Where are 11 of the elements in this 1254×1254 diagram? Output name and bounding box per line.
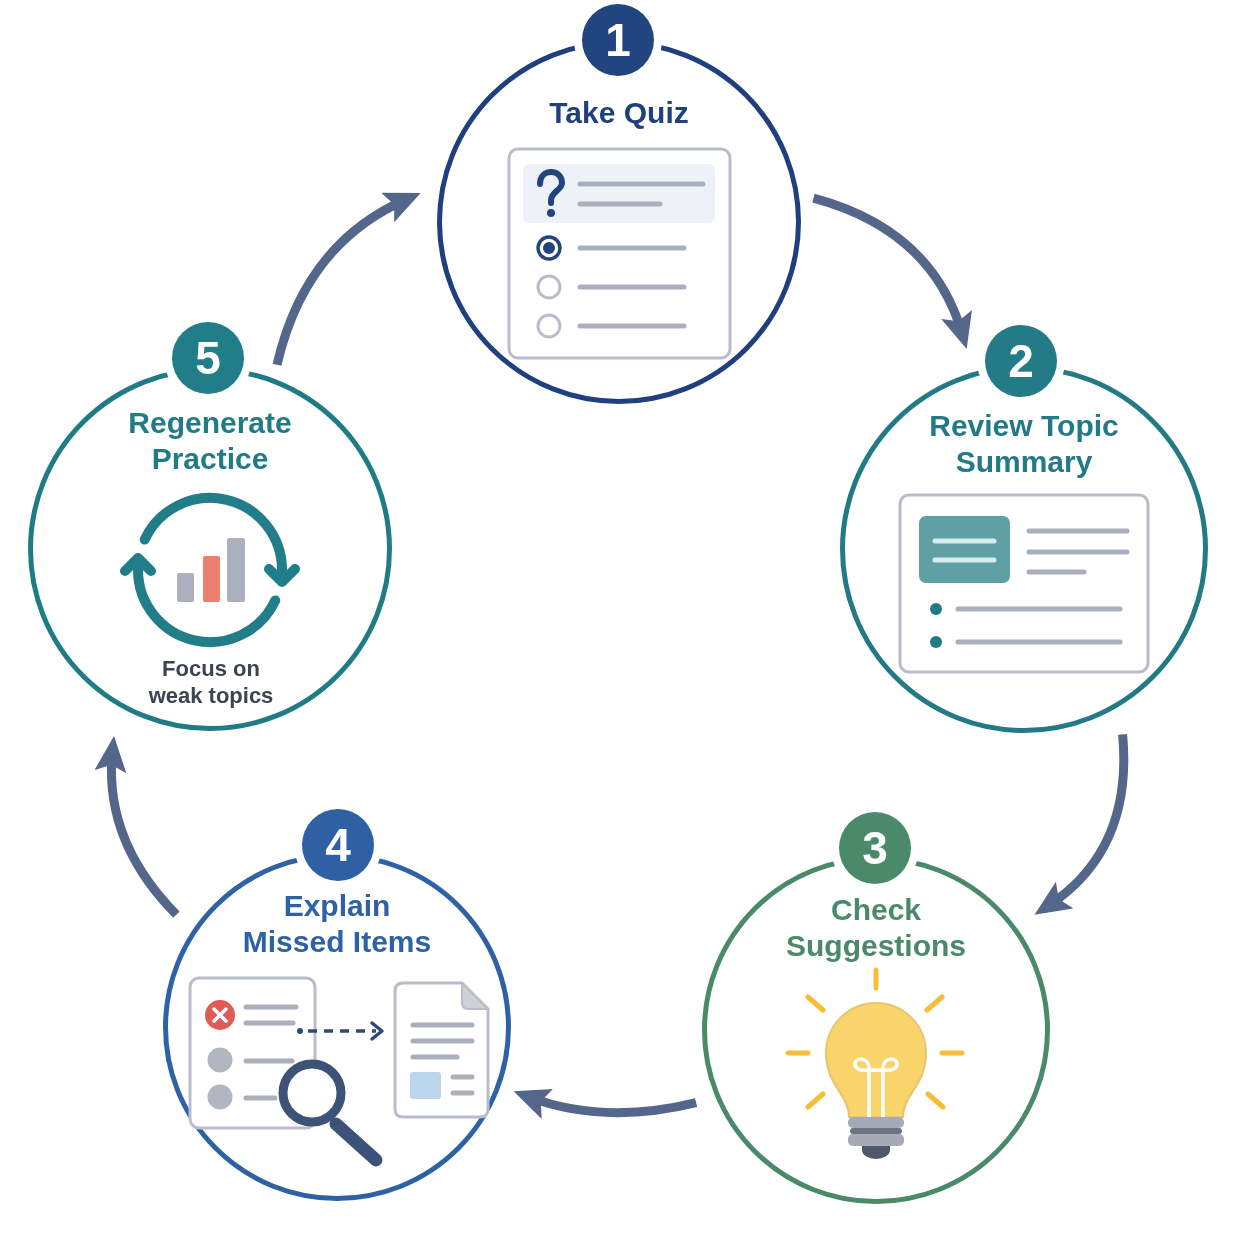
step-note: Focus on weak topics [148, 655, 274, 709]
step-title: Regenerate Practice [127, 405, 293, 477]
cycle-arrow [272, 192, 421, 366]
step-title: Review Topic Summary [928, 408, 1120, 480]
cycle-arrow [95, 735, 180, 918]
cycle-arrow [1034, 734, 1129, 916]
step-title: Take Quiz [548, 95, 690, 131]
cycle-arrow [513, 1088, 698, 1119]
step-title: Check Suggestions [785, 892, 967, 964]
cycle-arrow [812, 193, 971, 349]
step-title: Explain Missed Items [242, 888, 432, 960]
